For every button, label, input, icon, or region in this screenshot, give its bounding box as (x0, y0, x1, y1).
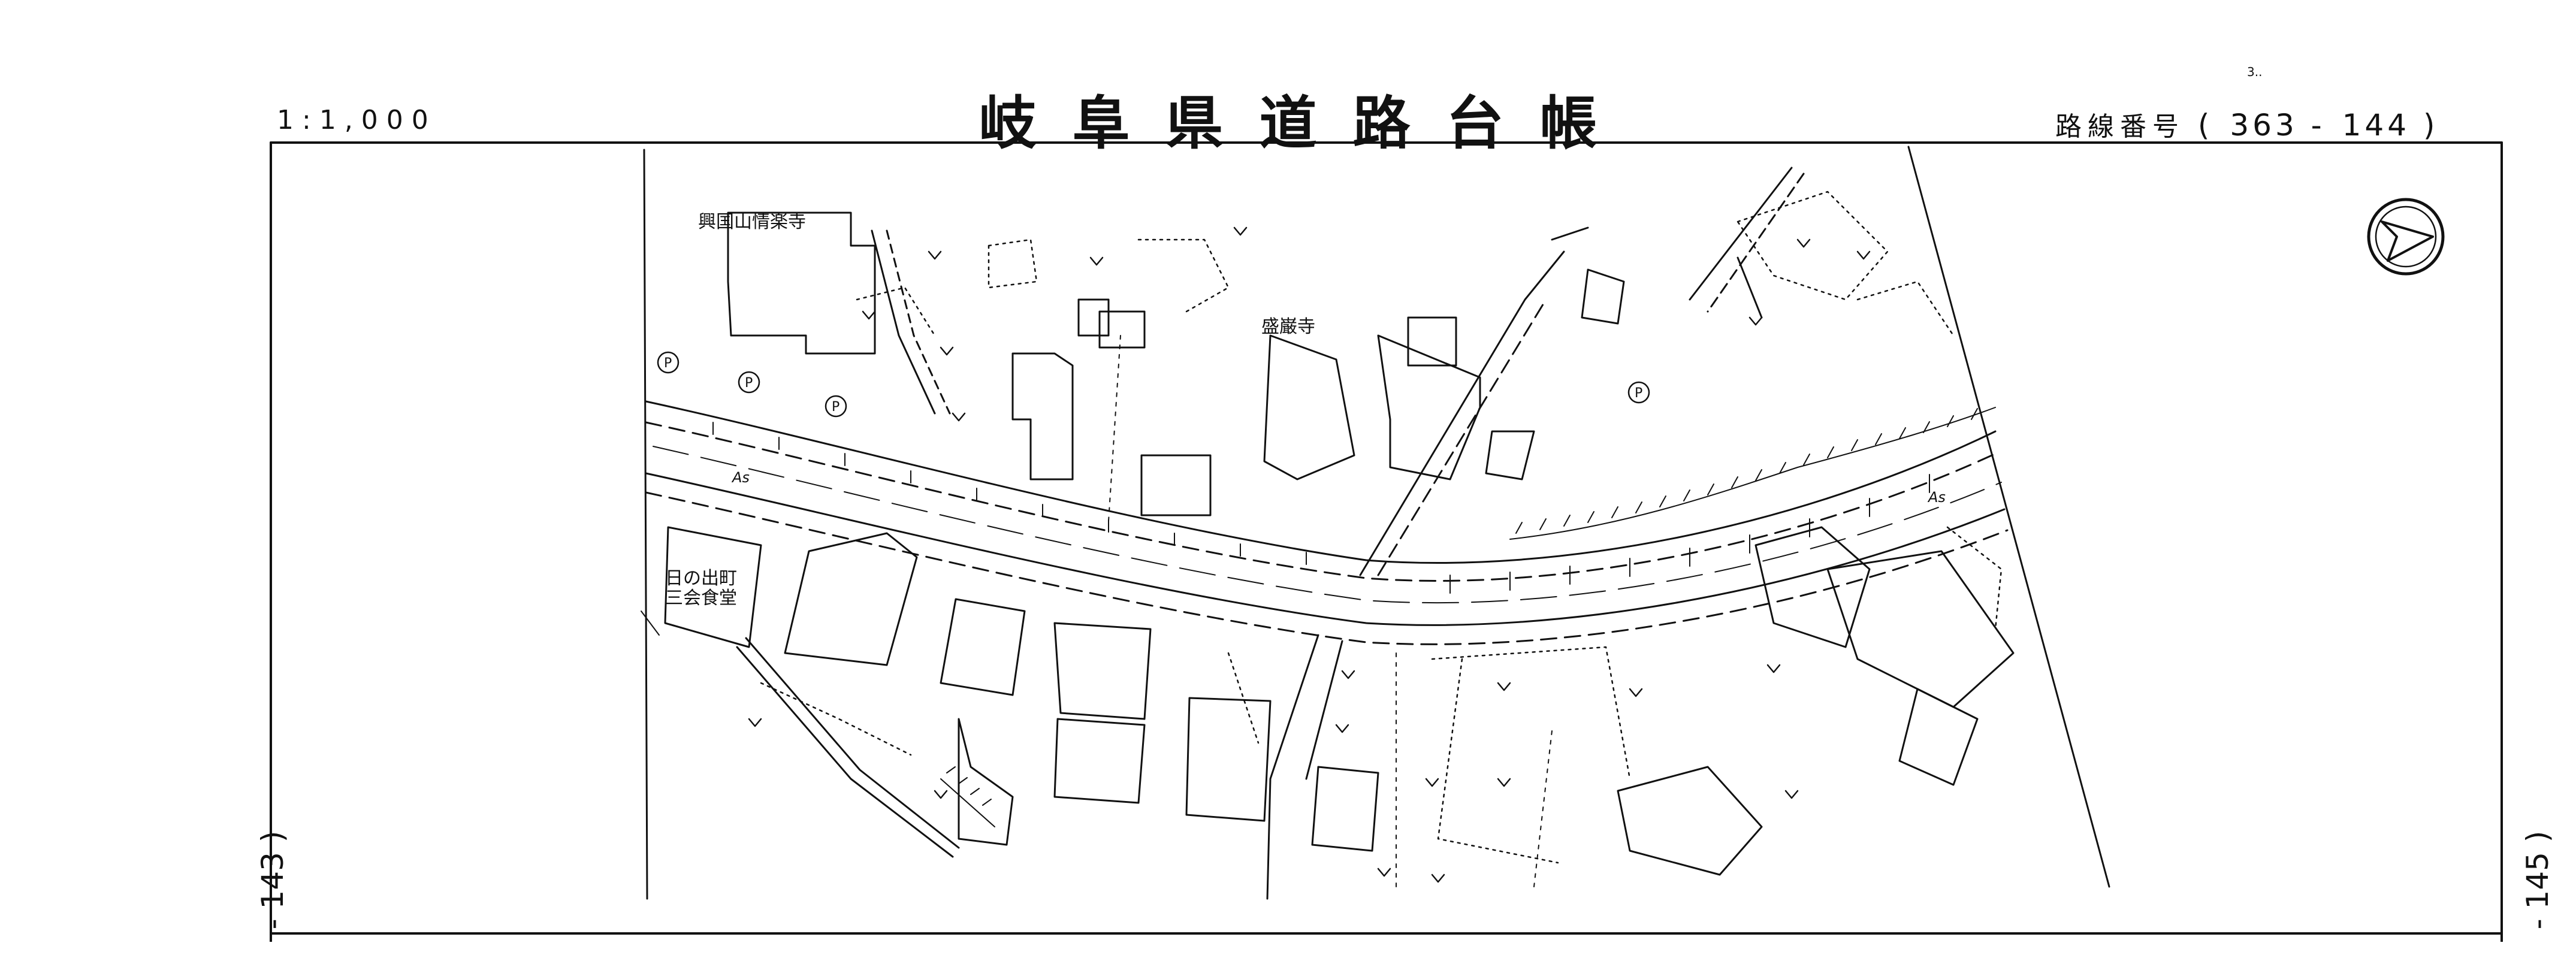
route-number: 363 (2230, 108, 2298, 143)
north-arrow-icon (2367, 198, 2445, 276)
map-boundary (643, 146, 2110, 900)
temple-north-label: 興国山情楽寺 (698, 211, 806, 232)
west-lane (736, 229, 960, 858)
asphalt-label-east: As (1927, 489, 1946, 506)
parking-label-4: P (1635, 386, 1642, 401)
fences (1108, 335, 1553, 887)
north-east-road (1689, 167, 1805, 319)
sheet-number: 144 (2342, 108, 2411, 143)
map-text: 興国山情楽寺 盛巌寺 日の出町 三会食堂 As As (665, 211, 1946, 609)
route-number-label: 路線番号 (2055, 111, 2185, 142)
page-stamp: 3.. (2247, 65, 2263, 79)
main-road (645, 400, 2009, 645)
side-road (1266, 226, 1589, 900)
parking-symbols: P P P P (657, 351, 1650, 418)
temple-center-label: 盛巌寺 (1261, 316, 1315, 337)
route-close-paren: ) (2423, 108, 2442, 143)
sheet-frame (270, 141, 2503, 942)
page-title: 岐阜県道路台帳 (979, 90, 1633, 157)
parking-label-2: P (745, 376, 753, 391)
parking-label-1: P (664, 356, 672, 371)
buildings (664, 211, 2015, 876)
retaining-walls (641, 407, 1996, 827)
asphalt-label-west: As (731, 469, 750, 486)
route-open-paren: ( (2197, 108, 2217, 143)
hall-label-line1: 日の出町 (665, 568, 737, 589)
vegetation-symbols (748, 226, 1871, 883)
route-number-block: 路線番号 ( 363 - 144 ) (2055, 105, 2442, 143)
route-separator: - (2311, 108, 2329, 143)
map-scale: 1:1,000 (277, 105, 437, 135)
hall-label-line2: 三会食堂 (665, 588, 737, 609)
lot-boundaries (760, 191, 2003, 864)
parking-label-3: P (832, 400, 839, 415)
